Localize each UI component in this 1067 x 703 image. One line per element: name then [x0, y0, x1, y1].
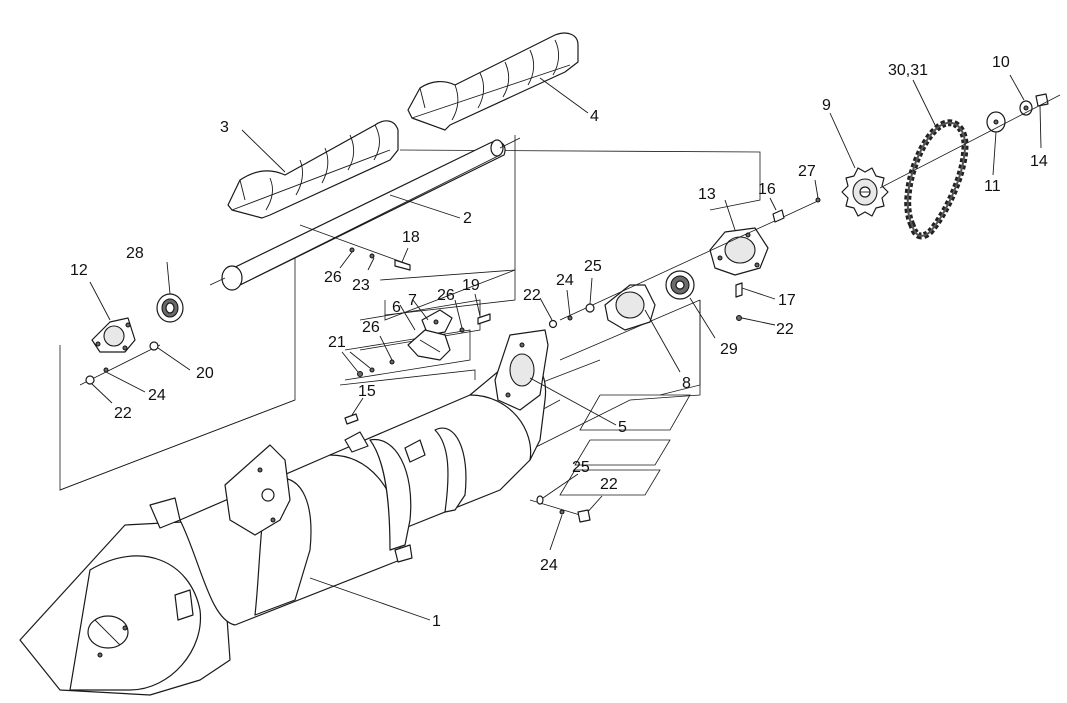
callout-25-top: 25 [584, 258, 602, 275]
callout-24-bottom: 24 [540, 557, 558, 574]
callout-1: 1 [432, 613, 441, 630]
callout-14: 14 [1030, 153, 1048, 170]
callout-12: 12 [70, 262, 88, 279]
callout-22-bottom: 22 [600, 476, 618, 493]
callout-26-lower: 26 [362, 319, 380, 336]
shaft-axis-fasteners [299, 224, 411, 271]
callout-8: 8 [682, 375, 691, 392]
left-bearing-flange [91, 317, 136, 353]
callout-13: 13 [698, 186, 716, 203]
clamp-plate-lower [407, 329, 451, 361]
left-fasteners [79, 341, 161, 386]
callout-19: 19 [462, 277, 480, 294]
callout-22-left: 22 [114, 405, 132, 422]
callout-15: 15 [358, 383, 376, 400]
callout-23: 23 [352, 277, 370, 294]
callout-6: 6 [392, 299, 401, 316]
callout-5: 5 [618, 419, 627, 436]
callout-labels: 1 2 3 4 5 6 7 8 9 10 11 12 13 14 15 16 1… [70, 54, 1048, 630]
callout-25-bottom: 25 [572, 459, 590, 476]
callout-10: 10 [992, 54, 1010, 71]
washer-11 [986, 111, 1006, 133]
main-auger-housing [19, 359, 547, 696]
callout-27: 27 [798, 163, 816, 180]
bolt-15 [344, 413, 359, 425]
callout-24-top: 24 [556, 272, 574, 289]
callout-16: 16 [758, 181, 776, 198]
callout-7: 7 [408, 292, 417, 309]
callout-17: 17 [778, 292, 796, 309]
callout-9: 9 [822, 97, 831, 114]
callout-29: 29 [720, 341, 738, 358]
drive-chain [904, 119, 969, 240]
callout-24-left: 24 [148, 387, 166, 404]
right-fasteners [548, 197, 821, 329]
callout-2: 2 [463, 210, 472, 227]
left-bearing [156, 293, 184, 323]
callout-21: 21 [328, 334, 346, 351]
callout-26-middle: 26 [437, 287, 455, 304]
bottom-fasteners [529, 495, 591, 523]
bolt-14 [879, 93, 1061, 189]
top-bracket-plate [494, 329, 549, 411]
washer-10 [1019, 100, 1033, 116]
callout-11: 11 [984, 178, 1001, 195]
right-bearing [665, 270, 695, 300]
callout-22-right: 22 [776, 321, 794, 338]
right-half-cover [407, 32, 579, 131]
left-half-cover [227, 120, 399, 219]
callout-20: 20 [196, 365, 214, 382]
callout-26-upper: 26 [324, 269, 342, 286]
callout-3: 3 [220, 119, 229, 136]
auger-shaft [209, 137, 521, 291]
callout-22-top: 22 [523, 287, 541, 304]
bearing-cover-flange [604, 284, 656, 331]
leader-lines [89, 74, 1042, 621]
right-bearing-flange [709, 227, 769, 276]
sprocket [841, 167, 889, 217]
callout-18: 18 [402, 229, 420, 246]
callout-28: 28 [126, 245, 144, 262]
callout-30-31: 30,31 [888, 62, 928, 79]
callout-4: 4 [590, 108, 599, 125]
